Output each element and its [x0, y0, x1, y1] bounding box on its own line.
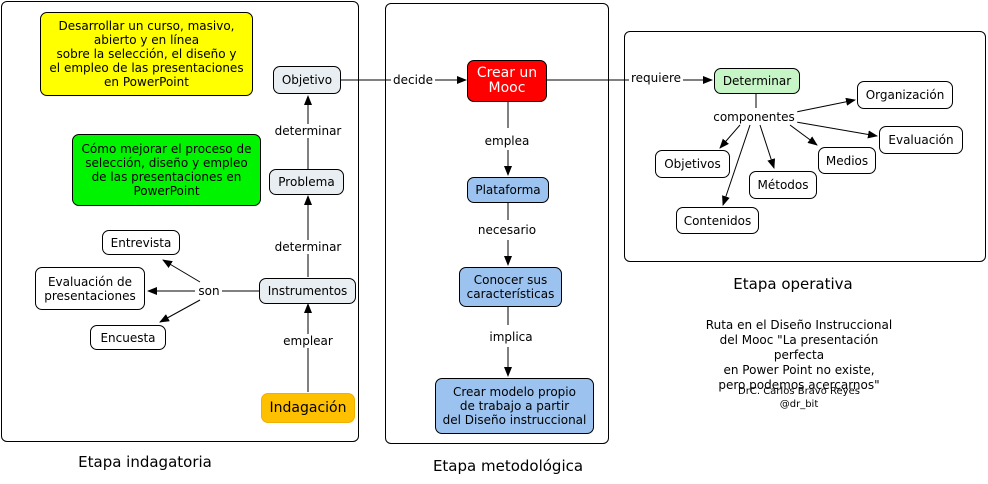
- link-label-requiere: requiere: [628, 71, 684, 85]
- node-crear-mooc: Crear un Mooc: [467, 60, 547, 102]
- link-label-necesario: necesario: [475, 223, 539, 237]
- link-label-implica: implica: [487, 330, 535, 344]
- link-label-determinar-upper: determinar: [272, 124, 344, 138]
- node-organizacion: Organización: [857, 81, 953, 109]
- caption-etapa-indagatoria: Etapa indagatoria: [78, 453, 212, 471]
- node-objetivo: Objetivo: [273, 66, 341, 94]
- caption-etapa-operativa: Etapa operativa: [733, 275, 853, 293]
- node-evaluacion: Evaluación: [879, 126, 963, 154]
- author-credit: DrC. Carlos Bravo Reyes @dr_bit: [738, 386, 860, 410]
- link-label-emplear: emplear: [281, 334, 335, 348]
- node-entrevista: Entrevista: [102, 230, 180, 255]
- node-conocer-caracteristicas: Conocer sus características: [459, 267, 562, 307]
- node-encuesta: Encuesta: [90, 325, 166, 350]
- link-label-decide: decide: [391, 73, 435, 87]
- node-objetivos: Objetivos: [655, 150, 730, 178]
- node-problema: Problema: [269, 169, 344, 195]
- node-determinar: Determinar: [714, 68, 800, 94]
- route-description: Ruta en el Diseño Instruccional del Mooc…: [705, 318, 893, 392]
- caption-etapa-metodologica: Etapa metodológica: [432, 457, 584, 475]
- research-problem-box: Cómo mejorar el proceso de selección, di…: [72, 134, 261, 206]
- link-label-emplea: emplea: [482, 134, 532, 148]
- link-label-determinar-lower: determinar: [272, 240, 344, 254]
- node-indagacion: Indagación: [261, 393, 355, 423]
- node-evaluacion-presentaciones: Evaluación de presentaciones: [35, 267, 145, 310]
- node-plataforma: Plataforma: [467, 177, 549, 203]
- link-label-son: son: [196, 284, 222, 298]
- link-label-componentes: componentes: [711, 110, 797, 124]
- node-instrumentos: Instrumentos: [259, 278, 356, 304]
- node-contenidos: Contenidos: [676, 207, 759, 234]
- node-medios: Medios: [818, 147, 876, 174]
- node-metodos: Métodos: [749, 171, 817, 199]
- node-crear-modelo: Crear modelo propio de trabajo a partir …: [435, 378, 594, 434]
- course-goal-box: Desarrollar un curso, masivo, abierto y …: [40, 12, 253, 96]
